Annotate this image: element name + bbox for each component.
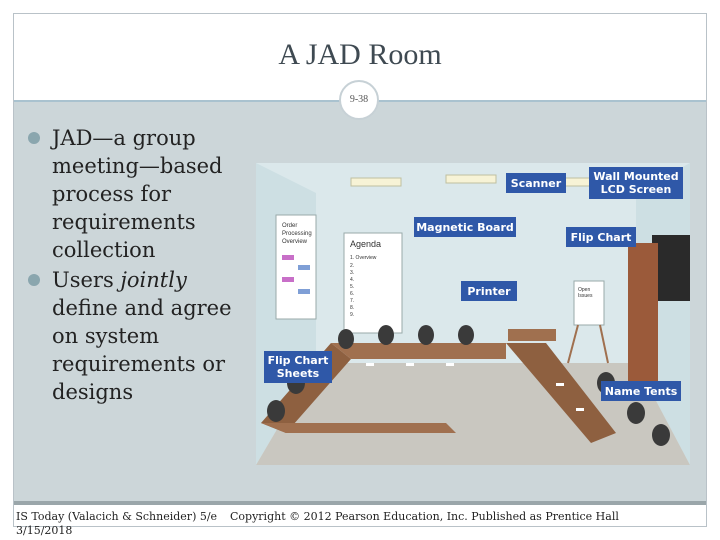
- board-title: Agenda: [350, 239, 381, 249]
- board-item: 3.: [350, 270, 354, 276]
- bullet-item: Users jointly define and agree on system…: [22, 266, 242, 406]
- easel-line: Issues: [578, 293, 593, 299]
- footer-copyright: Copyright © 2012 Pearson Education, Inc.…: [230, 510, 619, 523]
- callout-label: LCD Screen: [601, 183, 672, 196]
- callout-flip-chart: Flip Chart: [566, 227, 636, 247]
- chair: [652, 424, 670, 446]
- callout-label: Printer: [467, 285, 511, 298]
- chair: [418, 325, 434, 345]
- board-item: 4.: [350, 277, 354, 283]
- slide-number-badge: 9-38: [339, 80, 379, 120]
- board-item: 2.: [350, 263, 354, 269]
- name-tent: [406, 363, 414, 366]
- jad-room-illustration: Order Processing Overview Agenda 1. Over…: [256, 163, 690, 465]
- bullet-text: Users: [52, 268, 120, 292]
- board-item: 5.: [350, 284, 354, 290]
- name-tent: [576, 408, 584, 411]
- bullet-emphasis: jointly: [120, 268, 186, 292]
- callout-label: Flip Chart: [268, 354, 329, 367]
- callout-label: Wall Mounted: [593, 170, 678, 183]
- footer-left: IS Today (Valacich & Schneider) 5/e 3/15…: [16, 510, 217, 538]
- chair: [627, 402, 645, 424]
- bullet-text: JAD—a group meeting—based process for re…: [52, 126, 223, 262]
- name-tent: [446, 363, 454, 366]
- name-tent: [556, 383, 564, 386]
- callout-wall-lcd: Wall Mounted LCD Screen: [589, 167, 683, 199]
- poster-line: Processing: [282, 231, 312, 237]
- poster-line: Order: [282, 223, 297, 229]
- callout-printer: Printer: [461, 281, 517, 301]
- callout-label: Name Tents: [605, 385, 678, 398]
- callout-magnetic-board: Magnetic Board: [414, 217, 516, 237]
- agenda-board: Agenda 1. Overview 2. 3. 4. 5. 6. 7. 8. …: [344, 233, 402, 333]
- name-tent: [366, 363, 374, 366]
- printer-table: [508, 329, 556, 341]
- footer-source: IS Today (Valacich & Schneider) 5/e: [16, 510, 217, 524]
- footer-date: 3/15/2018: [16, 524, 217, 538]
- bullet-item: JAD—a group meeting—based process for re…: [22, 124, 242, 264]
- callout-label: Sheets: [277, 367, 320, 380]
- slide-title: A JAD Room: [0, 38, 720, 72]
- bullet-list: JAD—a group meeting—based process for re…: [22, 124, 242, 408]
- ceiling-light: [446, 175, 496, 183]
- callout-label: Magnetic Board: [416, 221, 514, 234]
- poster-line: Overview: [282, 239, 308, 245]
- chair: [338, 329, 354, 349]
- callout-label: Flip Chart: [571, 231, 632, 244]
- callout-label: Scanner: [511, 177, 562, 190]
- callout-name-tents: Name Tents: [601, 381, 681, 401]
- board-item: 6.: [350, 291, 354, 297]
- chair: [458, 325, 474, 345]
- chair: [378, 325, 394, 345]
- order-processing-poster: Order Processing Overview: [276, 215, 316, 319]
- chair: [267, 400, 285, 422]
- board-item: 1. Overview: [350, 255, 377, 261]
- door: [628, 243, 658, 383]
- bullet-dot-icon: [28, 132, 40, 144]
- footer-divider: [14, 501, 706, 505]
- bullet-text-continued: define and agree on system requirements …: [52, 296, 232, 404]
- bullet-dot-icon: [28, 274, 40, 286]
- board-item: 9.: [350, 312, 354, 318]
- callout-scanner: Scanner: [506, 173, 566, 193]
- board-item: 7.: [350, 298, 354, 304]
- ceiling-light: [351, 178, 401, 186]
- board-item: 8.: [350, 305, 354, 311]
- callout-flip-chart-sheets: Flip Chart Sheets: [264, 351, 332, 383]
